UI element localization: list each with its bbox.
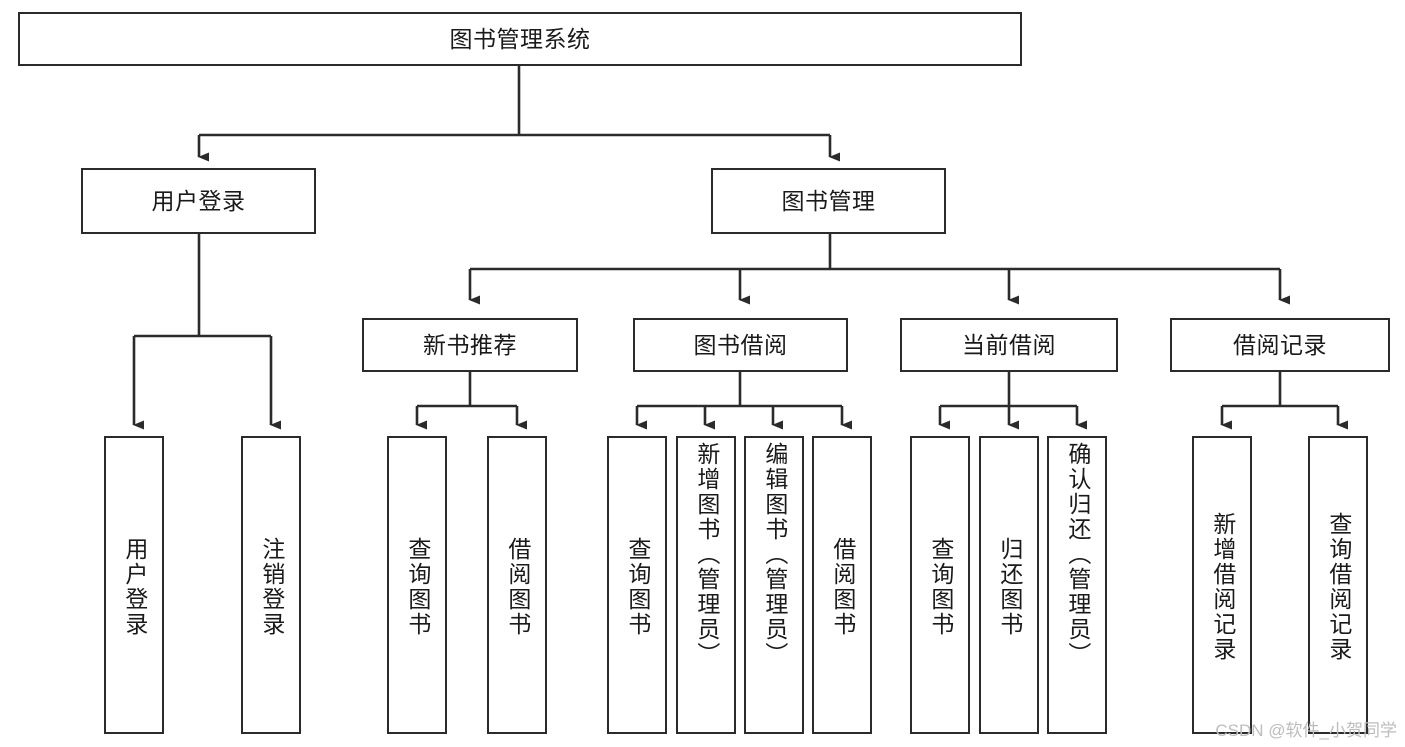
leaf-user-login-logout-label: 注销登录 [258,537,285,637]
leaf-user-login-login-label: 用户登录 [121,537,148,637]
leaf-current-confirm-return-admin-label: 确认归还（管理员） [1064,442,1091,667]
leaf-borrow-borrow-book-label: 借阅图书 [829,537,856,637]
leaf-borrow-borrow-book[interactable]: 借阅图书 [812,436,872,734]
node-user-login-label: 用户登录 [151,187,246,214]
node-current-borrow-label: 当前借阅 [962,331,1056,358]
leaf-borrow-edit-book-admin-label: 编辑图书（管理员） [761,442,788,667]
csdn-watermark: CSDN @软件_小贺同学 [1215,721,1397,740]
node-book-management[interactable]: 图书管理 [711,168,946,234]
leaf-borrow-add-book-admin[interactable]: 新增图书（管理员） [676,436,736,734]
node-user-login[interactable]: 用户登录 [81,168,316,234]
leaf-borrow-edit-book-admin[interactable]: 编辑图书（管理员） [744,436,804,734]
leaf-current-return-book-label: 归还图书 [996,537,1023,637]
node-new-book-recommend[interactable]: 新书推荐 [362,318,578,372]
node-current-borrow[interactable]: 当前借阅 [900,318,1118,372]
leaf-current-confirm-return-admin[interactable]: 确认归还（管理员） [1047,436,1107,734]
leaf-user-login-login[interactable]: 用户登录 [104,436,164,734]
leaf-record-query-record-label: 查询借阅记录 [1325,512,1352,662]
node-borrow-record[interactable]: 借阅记录 [1170,318,1390,372]
leaf-record-add-record[interactable]: 新增借阅记录 [1192,436,1252,734]
leaf-recommend-query-book[interactable]: 查询图书 [387,436,447,734]
node-root-label: 图书管理系统 [449,25,591,52]
leaf-borrow-query-book[interactable]: 查询图书 [607,436,667,734]
leaf-recommend-borrow-book[interactable]: 借阅图书 [487,436,547,734]
leaf-current-query-book-label: 查询图书 [927,537,954,637]
leaf-recommend-query-book-label: 查询图书 [404,537,431,637]
node-new-book-recommend-label: 新书推荐 [423,331,517,358]
node-root-book-management-system[interactable]: 图书管理系统 [18,12,1022,66]
leaf-record-add-record-label: 新增借阅记录 [1209,512,1236,662]
node-borrow-record-label: 借阅记录 [1233,331,1327,358]
node-book-borrow-label: 图书借阅 [693,331,788,358]
leaf-user-login-logout[interactable]: 注销登录 [241,436,301,734]
leaf-current-return-book[interactable]: 归还图书 [979,436,1039,734]
leaf-recommend-borrow-book-label: 借阅图书 [504,537,531,637]
node-book-borrow[interactable]: 图书借阅 [633,318,848,372]
leaf-current-query-book[interactable]: 查询图书 [910,436,970,734]
leaf-borrow-query-book-label: 查询图书 [624,537,651,637]
node-book-management-label: 图书管理 [781,187,876,214]
leaf-record-query-record[interactable]: 查询借阅记录 [1308,436,1368,734]
leaf-borrow-add-book-admin-label: 新增图书（管理员） [693,442,720,667]
